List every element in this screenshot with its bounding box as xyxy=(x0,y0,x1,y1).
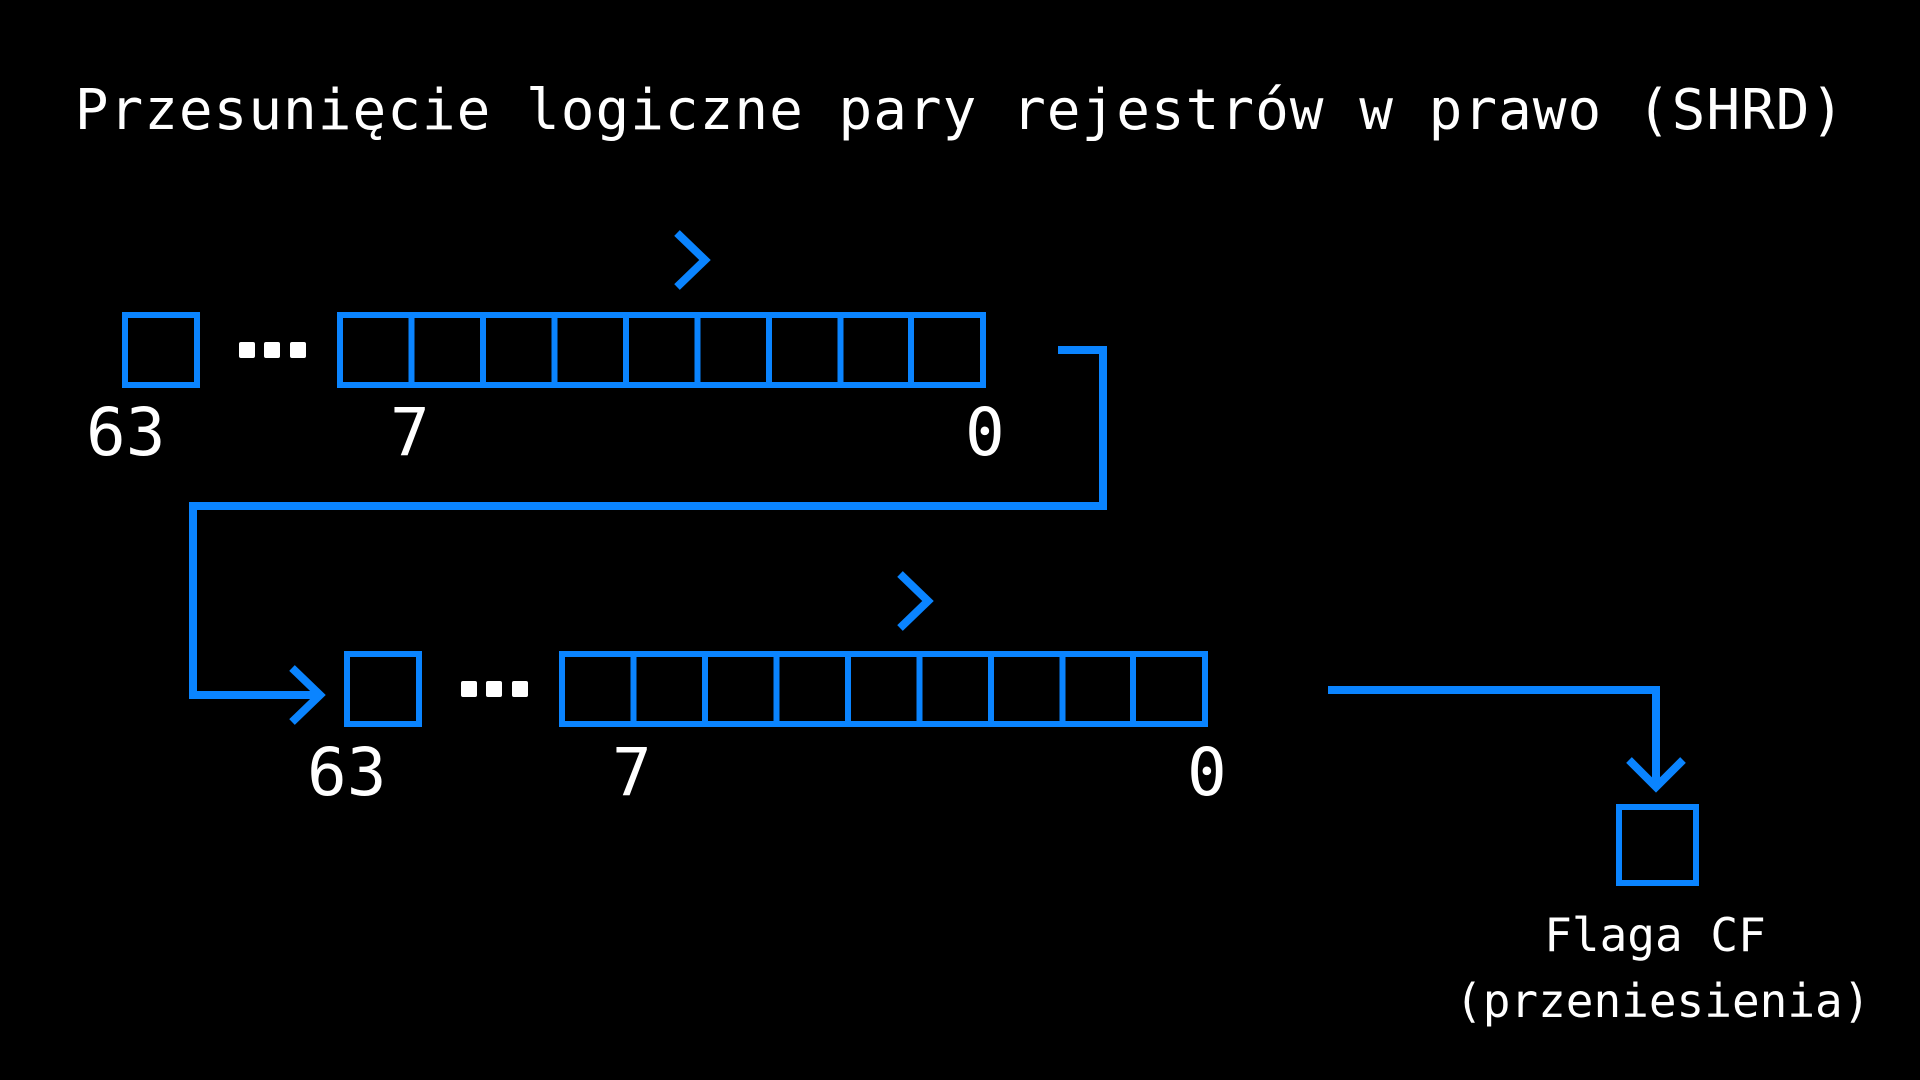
source-cell-last xyxy=(908,312,986,388)
source-bit-label-7: 7 xyxy=(390,394,430,471)
destination-cell-4 xyxy=(773,651,851,727)
destination-cell-7 xyxy=(559,651,637,727)
destination-to-flag-connector xyxy=(1280,686,1686,793)
source-to-destination-connector xyxy=(189,346,1107,725)
source-register xyxy=(122,312,844,388)
destination-cell-5 xyxy=(702,651,780,727)
source-cell-prev xyxy=(837,312,914,388)
destination-cell-1b xyxy=(1059,651,1136,727)
destination-bit-label-7: 7 xyxy=(612,734,652,811)
destination-cell-0 xyxy=(1130,651,1208,727)
source-bit-label-63: 63 xyxy=(86,394,166,471)
source-cell-7 xyxy=(337,312,415,388)
destination-cell-1 xyxy=(988,651,1066,727)
destination-shift-arrow xyxy=(608,571,934,631)
destination-cell-3 xyxy=(845,651,923,727)
destination-register xyxy=(344,651,1208,727)
source-cell-1 xyxy=(766,312,844,388)
source-cell-3 xyxy=(623,312,701,388)
carry-flag-box xyxy=(1616,804,1699,886)
source-ellipsis xyxy=(239,342,306,358)
destination-ellipsis xyxy=(461,681,528,697)
destination-bit-label-63: 63 xyxy=(307,734,387,811)
source-cell-2 xyxy=(694,312,772,388)
carry-flag-label-line1: Flaga CF xyxy=(1544,908,1766,962)
source-shift-arrow xyxy=(385,230,711,290)
page-title: Przesunięcie logiczne pary rejestrów w p… xyxy=(74,78,1846,143)
source-cell-6 xyxy=(408,312,486,388)
destination-bit-label-0: 0 xyxy=(1187,734,1227,811)
source-bit-label-0: 0 xyxy=(965,394,1005,471)
destination-cell-2 xyxy=(916,651,994,727)
destination-cell-6 xyxy=(630,651,708,727)
source-cell-63 xyxy=(122,312,200,388)
source-cell-5 xyxy=(480,312,558,388)
carry-flag-label: Flaga CF (przeniesienia) xyxy=(1455,902,1871,1034)
destination-cell-63 xyxy=(344,651,422,727)
source-cell-4 xyxy=(551,312,629,388)
carry-flag-label-line2: (przeniesienia) xyxy=(1455,974,1871,1028)
